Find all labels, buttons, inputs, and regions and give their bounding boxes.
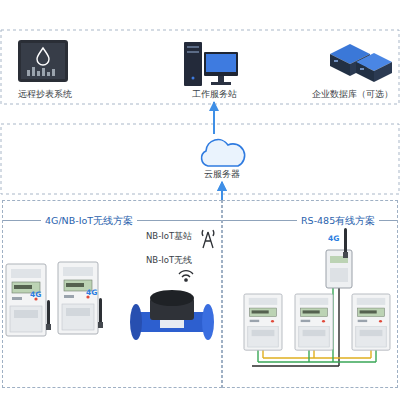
node-label: 云服务器 xyxy=(204,169,240,180)
device-label: NB-IoT基站 xyxy=(146,231,192,241)
solution-panel: RS-485有线方案 xyxy=(222,200,398,388)
band-outline xyxy=(1,30,399,104)
signal-tag: 4G xyxy=(30,290,41,299)
cloud-icon xyxy=(202,140,245,166)
flow-arrow xyxy=(213,102,215,134)
electric-meter xyxy=(352,294,390,350)
concentrator xyxy=(326,250,352,288)
signal-tag: 4G xyxy=(86,288,97,297)
device-label: NB-IoT无线 xyxy=(146,255,192,265)
panel-heading: RS-485有线方案 xyxy=(297,215,379,226)
system-node: 工作服务站 xyxy=(174,38,254,102)
base-station-icon xyxy=(202,230,214,248)
electric-meter xyxy=(295,294,333,350)
tablet-icon xyxy=(18,40,68,82)
system-node: 远程抄表系统 xyxy=(5,38,85,102)
flow-arrow xyxy=(221,182,223,200)
heading-rule xyxy=(3,220,41,221)
band-outline xyxy=(1,124,399,194)
wireless-icon xyxy=(179,271,193,282)
antenna xyxy=(46,300,51,330)
electric-meter xyxy=(58,262,98,334)
flow-arrow xyxy=(221,182,223,200)
panel-heading: 4G/NB-IoT无线方案 xyxy=(41,215,137,226)
system-node: 企业数据库（可选） xyxy=(306,38,398,102)
node-label: 远程抄表系统 xyxy=(18,89,72,100)
antenna xyxy=(98,298,103,328)
workstation-icon xyxy=(184,42,238,86)
antenna xyxy=(343,228,348,258)
heading-rule xyxy=(137,220,221,221)
node-label: 企业数据库（可选） xyxy=(312,89,393,100)
heading-rule xyxy=(379,220,397,221)
water-meter xyxy=(130,290,214,340)
panel-heading-row: 4G/NB-IoT无线方案 xyxy=(3,215,221,226)
heading-rule xyxy=(223,220,297,221)
node-label: 工作服务站 xyxy=(192,89,237,100)
database-icon xyxy=(330,44,392,82)
panel-heading-row: RS-485有线方案 xyxy=(223,215,397,226)
system-node: 云服务器 xyxy=(192,134,252,182)
electric-meter xyxy=(244,294,282,350)
electric-meter xyxy=(6,264,46,336)
signal-tag: 4G xyxy=(328,234,339,243)
